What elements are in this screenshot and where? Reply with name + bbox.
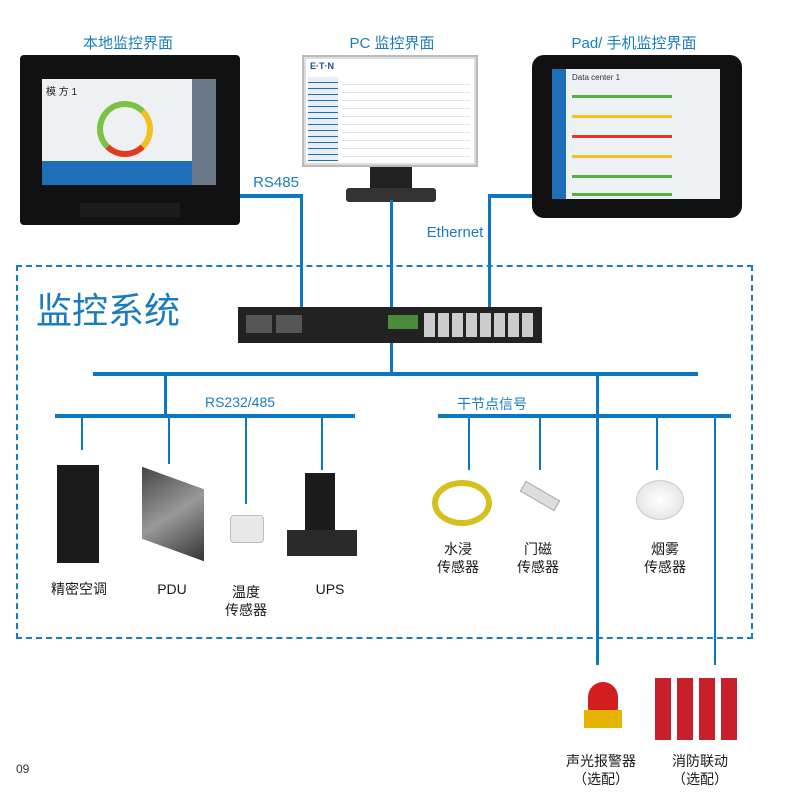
rs485-label: RS485 (253, 174, 299, 191)
local-screen-sidebar (192, 79, 216, 185)
pc-screen: E·T·N (306, 59, 474, 163)
alarm-line2: （选配） (573, 771, 629, 787)
door-line1: 门磁 (524, 541, 552, 557)
tablet-screen: Data center 1 (552, 69, 720, 199)
dry-contact-label: 干节点信号 (457, 396, 527, 412)
led-strip (80, 203, 180, 217)
door-sensor-label: 门磁传感器 (517, 540, 559, 576)
terminal-block (388, 315, 418, 329)
alarm-base (584, 710, 622, 728)
power-inlet-1 (246, 315, 272, 333)
monitor-base (346, 188, 436, 202)
smoke-sensor-label: 烟雾传感器 (644, 540, 686, 576)
local-screen-title: 模 方 1 (46, 87, 78, 98)
tablet-screen-title: Data center 1 (572, 73, 621, 82)
alarm-line1: 声光报警器 (566, 753, 636, 769)
temperature-sensor-label: 温度传感器 (225, 583, 267, 619)
fire-suppression-image (655, 678, 739, 740)
power-inlet-2 (276, 315, 302, 333)
smoke-sensor-image (636, 480, 684, 520)
monitor-stand (370, 167, 412, 191)
fire-line2: （选配） (672, 771, 728, 787)
water-line2: 传感器 (437, 559, 479, 575)
page-number: 09 (16, 762, 30, 776)
status-ring-icon (97, 101, 153, 157)
precision-ac-label: 精密空调 (51, 581, 107, 597)
rs232-label: RS232/485 (204, 394, 276, 410)
temp-line1: 温度 (232, 584, 260, 600)
pc-monitor-title: PC 监控界面 (349, 35, 435, 52)
pc-monitor: E·T·N (302, 55, 478, 167)
temp-line2: 传感器 (225, 602, 267, 618)
fire-linkage-label: 消防联动 （选配） (672, 752, 728, 788)
door-line2: 传感器 (517, 559, 559, 575)
tablet: Data center 1 (532, 55, 742, 218)
local-touch-panel: 模 方 1 (20, 55, 240, 225)
eaton-logo: E·T·N (310, 61, 334, 71)
pad-monitor-title: Pad/ 手机监控界面 (571, 35, 697, 52)
alarm-label: 声光报警器 （选配） (566, 752, 636, 788)
precision-ac-image (57, 465, 99, 563)
pc-nav-list (308, 77, 338, 161)
water-sensor-label: 水浸传感器 (437, 540, 479, 576)
monitoring-system-boundary (16, 265, 753, 639)
tablet-sidebar (552, 69, 566, 199)
temperature-sensor-image (230, 515, 264, 543)
rj45-ports (424, 313, 536, 337)
local-screen-bottom-bar (42, 161, 192, 185)
ethernet-label: Ethernet (426, 224, 484, 241)
smoke-line1: 烟雾 (651, 541, 679, 557)
alarm-light-image (588, 682, 618, 712)
ups-label: UPS (315, 581, 345, 597)
pdu-label: PDU (157, 581, 187, 597)
ups-rack-image (287, 530, 357, 556)
local-panel-screen: 模 方 1 (42, 79, 216, 185)
system-title: 监控系统 (36, 290, 181, 331)
pc-data-table (342, 77, 470, 161)
water-line1: 水浸 (444, 541, 472, 557)
water-sensor-image (432, 480, 492, 526)
smoke-line2: 传感器 (644, 559, 686, 575)
fire-line1: 消防联动 (672, 753, 728, 769)
local-monitor-title: 本地监控界面 (82, 35, 174, 52)
monitoring-controller (238, 307, 542, 343)
